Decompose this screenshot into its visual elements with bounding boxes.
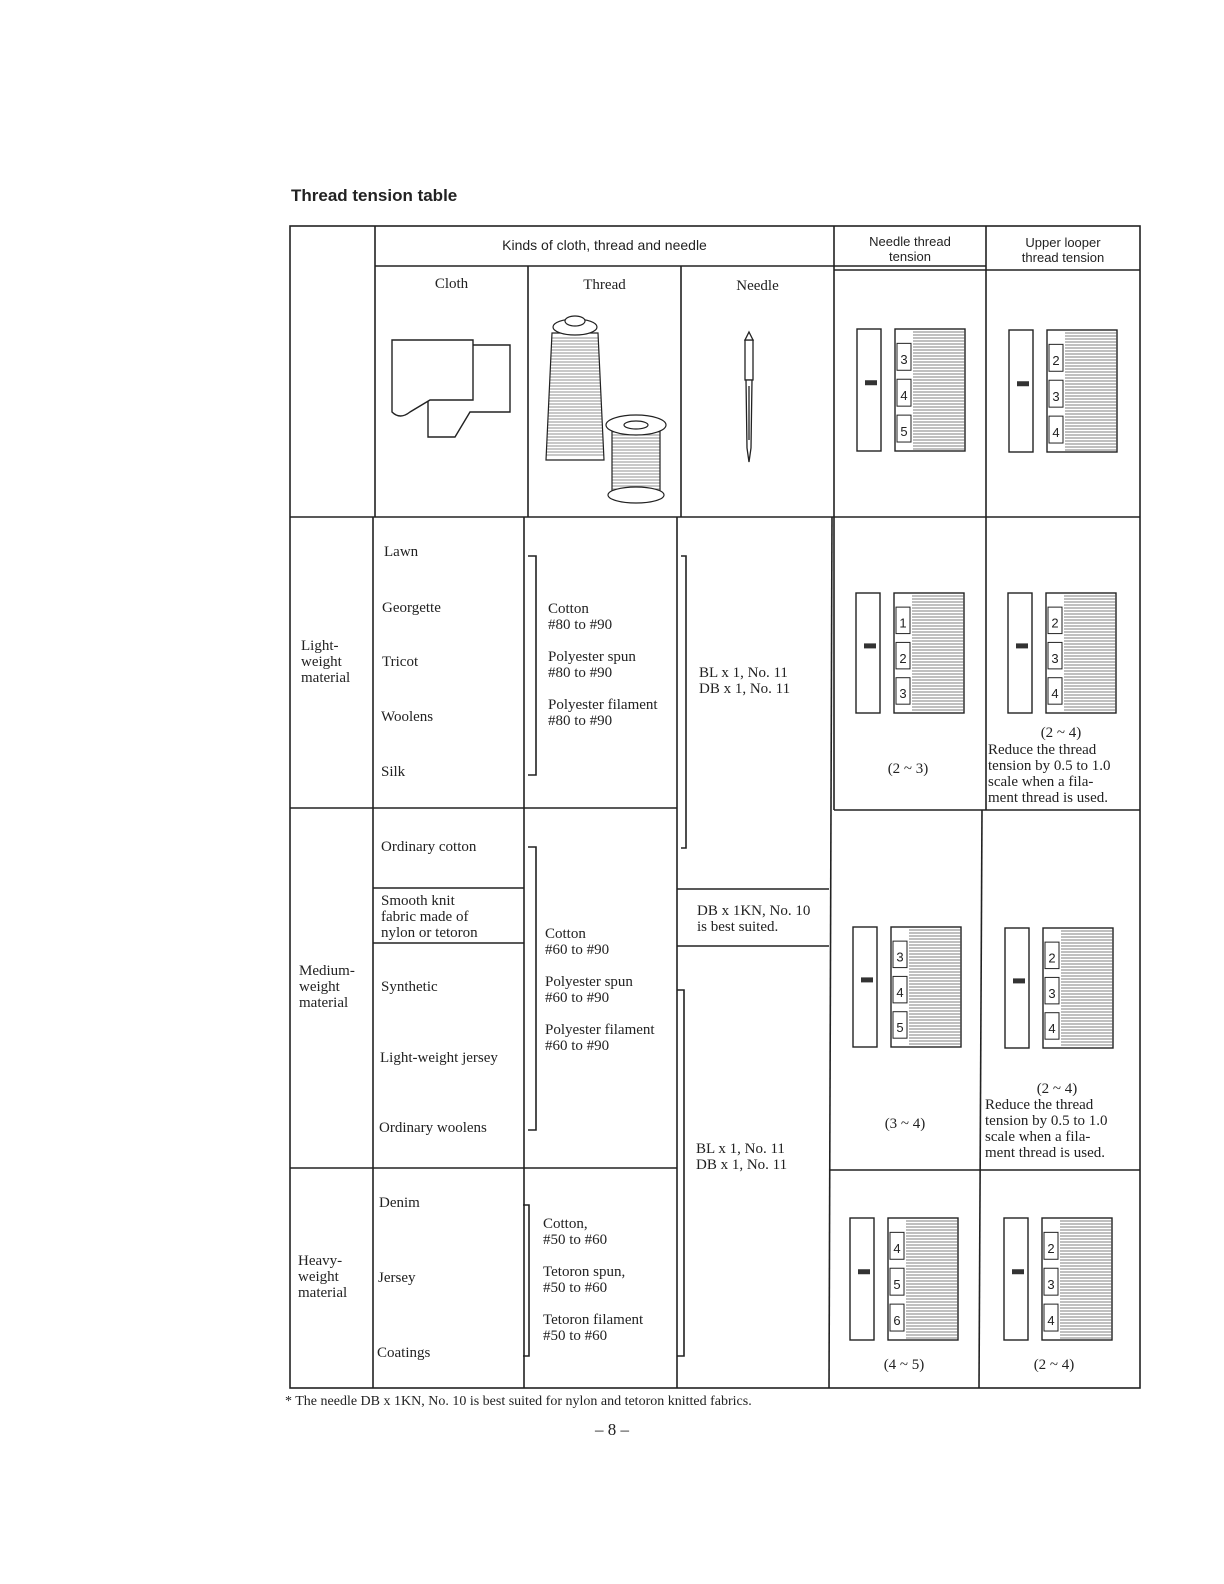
cloth-item: Light-weight jersey <box>380 1050 498 1066</box>
dial-number: 2 <box>899 651 906 666</box>
dial-number: 3 <box>1047 1277 1054 1292</box>
needle-tension-dial: 3 4 5 <box>856 328 966 452</box>
dial-number: 3 <box>1052 389 1059 404</box>
dial-number: 3 <box>900 352 907 367</box>
dial-number: 2 <box>1052 353 1059 368</box>
cloth-item: Coatings <box>377 1345 431 1361</box>
dial-number: 4 <box>1052 425 1059 440</box>
dial-number: 2 <box>1047 1241 1054 1256</box>
cloth-item: Georgette <box>382 600 441 616</box>
needle-special: DB x 1KN, No. 10 is best suited. <box>697 903 811 935</box>
cloth-item: Synthetic <box>381 979 438 995</box>
dial-number: 3 <box>896 950 903 965</box>
looper-range: (2 ~ 4) <box>1036 1081 1078 1097</box>
dial-number: 6 <box>893 1313 900 1328</box>
header-looper-tension: Upper looper thread tension <box>1021 235 1105 265</box>
dial-number: 2 <box>1048 951 1055 966</box>
dial-number: 4 <box>893 1241 900 1256</box>
cloth-item: Lawn <box>384 544 419 560</box>
dial-number: 3 <box>1048 986 1055 1001</box>
cloth-item: Silk <box>381 764 406 780</box>
footnote: * The needle DB x 1KN, No. 10 is best su… <box>285 1394 752 1409</box>
looper-range: (2 ~ 4) <box>1040 725 1082 741</box>
table-title: Thread tension table <box>291 186 458 205</box>
thread-list: Cotton #60 to #90 Polyester spun #60 to … <box>545 926 655 1054</box>
thread-list: Cotton #80 to #90 Polyester spun #80 to … <box>548 601 658 729</box>
needle-spec: BL x 1, No. 11 DB x 1, No. 11 <box>699 665 791 697</box>
cloth-item: Jersey <box>378 1270 416 1286</box>
cloth-item: Woolens <box>381 709 434 725</box>
looper-tension-dial: 2 3 4 <box>1003 1217 1113 1341</box>
dial-number: 4 <box>900 388 907 403</box>
looper-tension-dial: 2 3 4 <box>1007 592 1117 714</box>
dial-number: 4 <box>1048 1021 1055 1036</box>
dial-number: 1 <box>899 616 906 631</box>
header-cloth: Cloth <box>434 276 469 292</box>
thread-list: Cotton, #50 to #60 Tetoron spun, #50 to … <box>543 1216 644 1344</box>
looper-range: (2 ~ 4) <box>1033 1357 1075 1373</box>
header-kinds: Kinds of cloth, thread and needle <box>502 237 707 253</box>
dial-number: 4 <box>1051 686 1058 701</box>
looper-note: Reduce the thread tension by 0.5 to 1.0 … <box>988 742 1111 806</box>
cloth-item: Ordinary cotton <box>381 839 477 855</box>
looper-note: Reduce the thread tension by 0.5 to 1.0 … <box>985 1097 1108 1161</box>
needle-range: (4 ~ 5) <box>883 1357 925 1373</box>
cloth-item: Smooth knit fabric made of nylon or teto… <box>381 893 478 941</box>
needle-tension-dial: 3 4 5 <box>852 926 962 1048</box>
dial-number: 3 <box>899 686 906 701</box>
header-needle-tension: Needle thread tension <box>869 234 951 264</box>
category-medium: Medium- weight material <box>299 963 355 1011</box>
dial-number: 3 <box>1051 651 1058 666</box>
needle-range: (3 ~ 4) <box>884 1116 926 1132</box>
cloth-item: Ordinary woolens <box>379 1120 487 1136</box>
needle-spec: BL x 1, No. 11 DB x 1, No. 11 <box>696 1141 788 1173</box>
cloth-item: Denim <box>379 1195 420 1211</box>
dial-number: 2 <box>1051 616 1058 631</box>
dial-number: 5 <box>900 424 907 439</box>
dial-number: 4 <box>896 985 903 1000</box>
needle-range: (2 ~ 3) <box>887 761 929 777</box>
category-heavy: Heavy- weight material <box>298 1253 348 1301</box>
header-needle: Needle <box>736 278 779 294</box>
header-thread: Thread <box>583 277 626 293</box>
page-number: – 8 – <box>595 1420 629 1439</box>
looper-tension-dial: 2 3 4 <box>1004 927 1114 1049</box>
dial-number: 4 <box>1047 1313 1054 1328</box>
needle-tension-dial: 4 5 6 <box>849 1217 959 1341</box>
looper-tension-dial: 2 3 4 <box>1008 329 1118 453</box>
cloth-item: Tricot <box>382 654 419 670</box>
needle-tension-dial: 1 2 3 <box>855 592 965 714</box>
category-light: Light- weight material <box>301 638 351 686</box>
dial-number: 5 <box>896 1020 903 1035</box>
dial-number: 5 <box>893 1277 900 1292</box>
